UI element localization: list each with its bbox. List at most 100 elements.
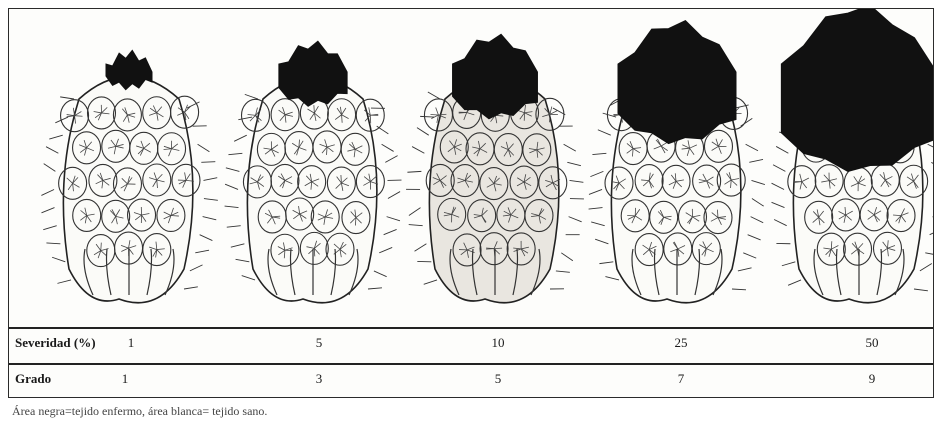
grade-row: Grado 1 3 5 7 9 [9,363,933,393]
outer-spine [225,184,238,189]
outer-spine [772,202,785,207]
outer-spine [201,162,215,163]
grade-value-2: 3 [289,371,349,387]
outer-spine [200,235,213,241]
spine [355,218,356,226]
outer-spine [374,271,387,277]
outer-spine [567,162,581,165]
outer-spine [920,264,932,271]
outer-spine [368,288,382,289]
outer-spine [930,229,933,235]
outer-spine [238,117,252,120]
outer-spine [417,128,429,136]
outer-spine [590,171,603,176]
spine [436,107,439,115]
outer-spine [407,171,421,172]
outer-spine [746,144,758,151]
outer-spine [60,97,74,99]
severity-row: Severidad (%) 1 5 10 25 50 [9,327,933,357]
outer-spine [732,289,746,290]
outer-spine [751,180,764,184]
outer-spine [228,153,242,154]
outer-spine [387,217,400,221]
outer-spine [788,280,801,285]
outer-spine [589,208,603,209]
outer-spine [204,199,218,201]
outer-spine [195,250,209,253]
outer-spine [46,147,58,154]
outer-spine [603,113,616,117]
severity-scale-figure: Severidad (%) 1 5 10 25 50 Grado 1 3 5 7… [8,8,934,398]
outer-spine [925,253,933,256]
outer-spine [227,226,241,227]
outer-spine [226,168,240,172]
outer-spine [738,268,752,271]
outer-spine [569,217,582,222]
outer-spine [225,206,239,208]
outer-spine [752,199,764,207]
outer-spine [598,130,611,135]
cactus-drawing-4 [589,21,765,303]
outer-spine [44,164,56,172]
outer-spine [377,126,389,134]
outer-spine [242,276,255,280]
cactus-drawing-3 [406,34,584,302]
outer-spine [203,217,217,220]
spine [171,215,179,216]
outer-spine [52,257,65,262]
outer-spine [928,144,933,150]
outer-spine [595,239,608,244]
outer-spine [245,94,258,99]
outer-spine [773,165,785,172]
severity-value-5: 50 [842,335,902,351]
outer-spine [743,253,756,258]
cactus-drawing-1 [41,50,217,302]
outer-spine [564,144,576,151]
outer-spine [772,183,785,189]
outer-spine [231,244,245,247]
outer-spine [409,225,423,226]
outer-spine [382,144,394,151]
outer-spine [385,156,397,163]
severity-value-1: 1 [101,335,161,351]
outer-spine [184,287,198,289]
outer-spine [561,253,573,261]
spine [248,115,256,116]
outer-spine [379,247,392,252]
outer-spine [569,180,583,182]
outer-spine [599,262,613,264]
spine [494,248,502,249]
diseased-area [618,21,736,144]
outer-spine [776,146,788,153]
outer-spine [749,159,763,162]
outer-spine [605,277,619,280]
outer-spine [198,144,210,152]
outer-spine [782,262,795,266]
grade-value-3: 5 [468,371,528,387]
severity-value-3: 10 [468,335,528,351]
outer-spine [203,178,217,181]
outer-spine [556,271,570,272]
outer-spine [388,192,400,199]
outer-spine [592,153,606,154]
outer-spine [42,208,55,213]
outer-spine [49,135,62,139]
outer-spine [931,162,933,169]
outer-spine [190,265,203,271]
outer-spine [384,229,397,234]
figure-caption: Área negra=tejido enfermo, área blanca= … [12,404,267,419]
spine [342,115,343,123]
outer-spine [748,235,761,240]
outer-spine [236,259,250,262]
spine [327,147,328,155]
outer-spine [428,92,440,99]
outer-spine [589,189,602,194]
spine [67,115,75,116]
grade-label: Grado [15,371,51,387]
outer-spine [43,226,56,230]
spine [75,116,83,117]
outer-spine [409,208,421,216]
outer-spine [774,219,787,225]
outer-spine [420,116,434,117]
spine [717,210,718,218]
